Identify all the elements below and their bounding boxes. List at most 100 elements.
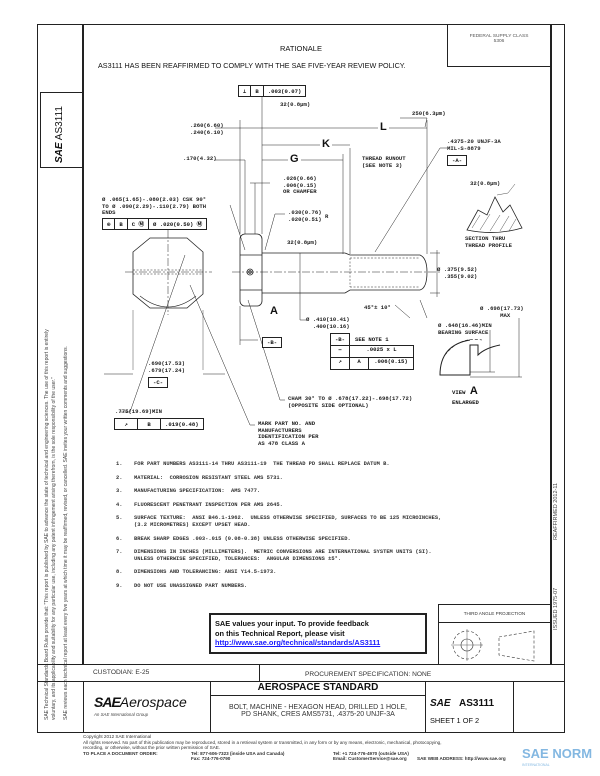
left-strip-divider <box>82 24 84 664</box>
note-text: FLUORESCENT PENETRANT INSPECTION PER AMS… <box>134 501 283 508</box>
finish-end: 250(6.3μm) <box>412 110 446 117</box>
view-a-detail <box>439 339 501 376</box>
standard-type: AEROSPACE STANDARD <box>211 681 425 696</box>
watermark-text: SAE NORM <box>522 746 593 761</box>
view-letter: A <box>469 385 478 397</box>
drawing-frame <box>37 24 565 733</box>
view-a-reference: A <box>268 305 280 317</box>
note-number: 5. <box>116 515 123 522</box>
projection-box: THIRD ANGLE PROJECTION <box>438 604 551 664</box>
tolerance: .003(0.07) <box>267 87 302 95</box>
custodian-text: CUSTODIAN: E-25 <box>93 669 150 676</box>
section-label: SECTION THRU THREAD PROFILE <box>465 235 512 249</box>
datum-b-cell: -B- <box>330 332 350 346</box>
view-a-label: VIEW A ENLARGED <box>452 381 479 406</box>
logo-sae: SAE <box>94 694 121 710</box>
doc-sae-logo: SAE <box>430 698 451 709</box>
custodian-cell: CUSTODIAN: E-25 <box>83 664 260 681</box>
note-text: MANUFACTURING SPECIFICATION: AMS 7477. <box>134 488 261 495</box>
thread-runout: THREAD RUNOUT (SEE NOTE 3) <box>362 155 406 169</box>
mark-note: MARK PART NO. AND MANUFACTURERS IDENTIFI… <box>258 420 319 447</box>
head-dim: .170(4.32) <box>183 155 217 162</box>
note-number: 8. <box>116 569 123 576</box>
datum-c: -C- <box>148 377 169 388</box>
note-number: 3. <box>116 488 123 495</box>
order-label: TO PLACE A DOCUMENT ORDER: <box>83 750 158 756</box>
sheet-number: SHEET 1 OF 2 <box>430 716 480 725</box>
tolerance: Ø .020(0.50) Ⓜ <box>153 221 203 228</box>
projection-label: THIRD ANGLE PROJECTION <box>439 605 550 623</box>
thread-profile <box>466 196 523 233</box>
feedback-line1: SAE values your input. To provide feedba… <box>215 619 369 628</box>
rights-line2: recording, or otherwise, without the pri… <box>83 745 221 751</box>
bearing-surface: Ø .648(16.46)MIN BEARING SURFACE <box>438 322 492 336</box>
straightness-symbol: ⎯ <box>331 346 350 357</box>
head-height-dim: .260(6.60) .240(6.10) <box>190 122 224 136</box>
note-number: 4. <box>116 501 123 508</box>
across-flats-dim: .690(17.53) .679(17.24) <box>148 360 185 374</box>
note-item: 7.DIMENSIONS IN INCHES (MILLIMETERS). ME… <box>116 549 441 562</box>
note-text: SURFACE TEXTURE: ANSI B46.1-1962. UNLESS… <box>134 515 442 528</box>
perpendicularity-symbol: ⊥ <box>239 86 252 96</box>
datum-ref: C Ⓜ <box>128 219 150 229</box>
fillet-radius: R <box>325 213 329 220</box>
logo-cell: SAEAerospace An SAE International Group <box>83 681 211 733</box>
rationale-title: RATIONALE <box>280 44 322 53</box>
right-strip-divider <box>550 24 552 664</box>
cham-note: CHAM 30° TO Ø .678(17.22)-.698(17.72) (O… <box>288 395 413 409</box>
tel-intl: Tel: +1 724-776-4970 (outside USA) <box>333 750 409 756</box>
runout-control-frame: ↗ B .019(0.48) <box>114 418 204 430</box>
document-title-line2: PD SHANK, CRES AMS5731, .4375-20 UNJF-3A <box>241 711 395 718</box>
view-enlarged: ENLARGED <box>452 399 479 406</box>
note-item: 3. MANUFACTURING SPECIFICATION: AMS 7477. <box>116 488 441 495</box>
note-item: 4. FLUORESCENT PENETRANT INSPECTION PER A… <box>116 502 441 509</box>
footer: Copyright 2012 SAE International All rig… <box>83 734 506 762</box>
chamfer-angle: 45°± 10° <box>364 304 391 311</box>
datum-ref: B <box>251 86 264 96</box>
procurement-text: PROCUREMENT SPECIFICATION: NONE <box>305 671 432 678</box>
datum-b-table: -B- SEE NOTE 1 ⎯ .0025 x L ↗ A .006(0.15… <box>330 332 414 370</box>
feedback-link[interactable]: http://www.sae.org/technical/standards/A… <box>215 638 381 648</box>
rationale-text: AS3111 HAS BEEN REAFFIRMED TO COMPLY WIT… <box>98 61 406 70</box>
runout-datum: A <box>350 358 369 369</box>
note-item: 9.DO NOT USE UNASSIGNED PART NUMBERS. <box>116 583 441 590</box>
tel-us: Tel: 877-606-7323 (inside USA and Canada… <box>191 750 285 756</box>
note-number: 1. <box>116 461 123 467</box>
datum-ref: B <box>115 219 128 229</box>
doc-number-cell: SAE AS3111 SHEET 1 OF 2 <box>426 681 514 733</box>
note-item: 2. MATERIAL: CORROSION RESISTANT STEEL AM… <box>116 475 441 482</box>
note-number: 2. <box>116 474 123 481</box>
feedback-box: SAE values your input. To provide feedba… <box>209 613 427 654</box>
dim-K: K <box>320 138 332 150</box>
finish-top: 32(0.8μm) <box>280 101 311 108</box>
note-text: MATERIAL: CORROSION RESISTANT STEEL AMS … <box>134 474 283 481</box>
notes-list: 1.FOR PART NUMBERS AS3111-14 THRU AS3111… <box>116 461 441 597</box>
supply-class-label: FEDERAL SUPPLY CLASS <box>469 34 529 39</box>
note-item: 5. SURFACE TEXTURE: ANSI B46.1-1962. UNLE… <box>116 515 441 528</box>
supply-class-value: 5306 <box>493 39 505 44</box>
runout-tolerance: .006(0.15) <box>374 358 408 365</box>
note-item: 1.FOR PART NUMBERS AS3111-14 THRU AS3111… <box>116 461 441 468</box>
datum-ref: B <box>138 419 161 429</box>
finish-thread: 32(0.8μm) <box>470 180 501 187</box>
chamfer-dim: .026(0.66) .006(0.15) OR CHAMFER <box>283 175 317 196</box>
finish-shank: 32(0.8μm) <box>287 239 318 246</box>
doc-number: AS3111 <box>459 698 495 709</box>
datum-a: -A- <box>447 155 468 166</box>
max-diameter: Ø .698(17.73) MAX <box>480 305 524 319</box>
note-item: 6.BREAK SHARP EDGES .003-.015 (0.08-0.38… <box>116 536 441 543</box>
bolt-head-side-view <box>239 233 263 307</box>
feedback-line2: on this Technical Report, please visit <box>215 628 345 638</box>
hex-head-front-view <box>132 237 204 309</box>
document-title-line1: BOLT, MACHINE - HEXAGON HEAD, DRILLED 1 … <box>228 704 408 711</box>
note-number: 7. <box>116 549 123 556</box>
title-block <box>37 681 565 733</box>
logo-aerospace: Aerospace <box>119 694 187 710</box>
email[interactable]: Email: CustomerService@sae.org <box>333 756 407 762</box>
view-word: VIEW <box>452 389 466 396</box>
web-address[interactable]: SAE WEB ADDRESS: http://www.sae.org <box>417 756 506 762</box>
sae-norm-watermark: SAE NORM INTERNATIONAL <box>522 745 592 767</box>
shank-diameter: Ø .410(10.41) .400(10.16) <box>306 316 350 330</box>
tolerance: .019(0.48) <box>165 420 199 428</box>
